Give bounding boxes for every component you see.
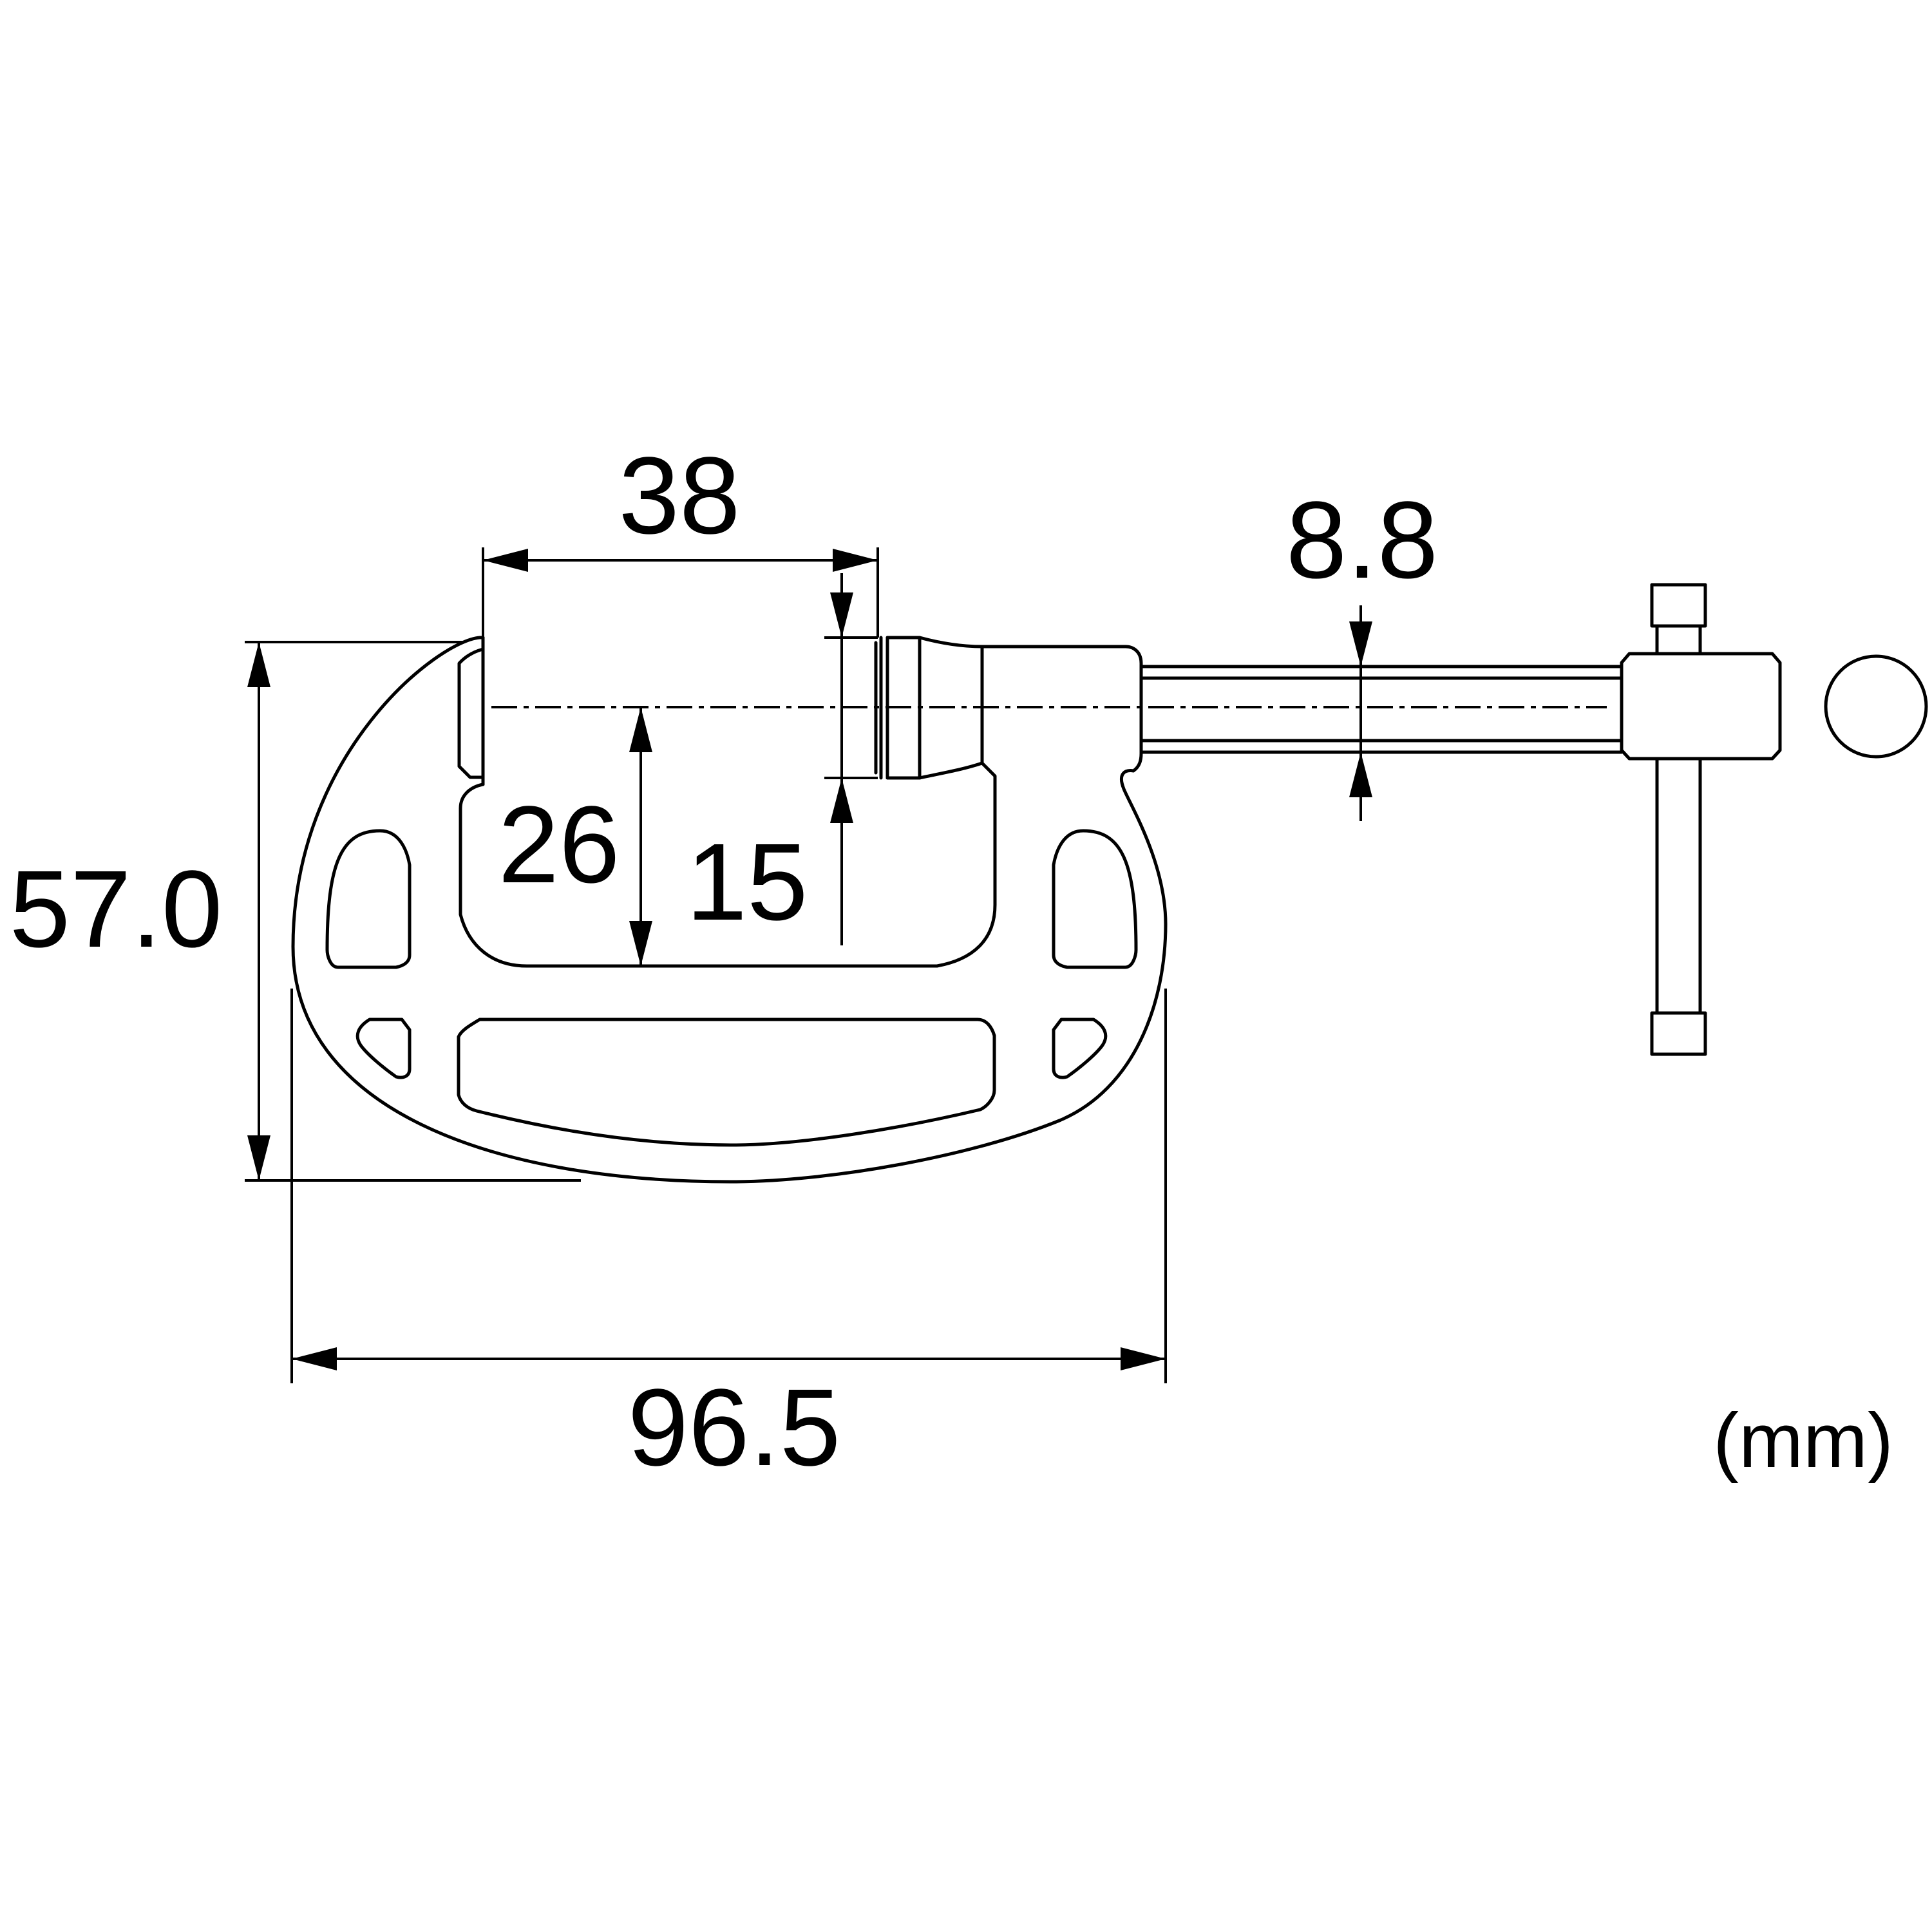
dimension-overall-height: 57.0 <box>10 641 581 1182</box>
frame-center-slot <box>457 1018 996 1147</box>
lock-lever-shaft <box>1655 757 1702 1015</box>
dim-96.5-arrow-right <box>1121 1347 1166 1370</box>
dim-57-arrow-top <box>247 642 270 687</box>
lock-lever-top-cap <box>1650 583 1707 628</box>
frame-window-left-upper <box>325 829 412 969</box>
dim-38-arrow-right <box>833 549 878 572</box>
frame-outer-outline <box>291 636 1168 1184</box>
dimension-jaw-opening: 38 <box>482 435 879 638</box>
dim-8.8-label: 8.8 <box>1286 479 1438 601</box>
dim-96.5-arrow-left <box>292 1347 337 1370</box>
ratchet-knob <box>1824 654 1928 759</box>
lock-lever-top-stem <box>1655 624 1702 656</box>
dim-57-arrow-bottom <box>247 1135 270 1180</box>
dim-15-label: 15 <box>686 821 808 943</box>
dim-15-arrow-bottom <box>830 778 853 823</box>
dim-8.8-arrow-top <box>1349 621 1372 667</box>
dimension-spindle-diameter: 8.8 <box>1286 479 1438 821</box>
dim-15-arrow-top <box>830 592 853 638</box>
thimble-block <box>1620 652 1782 761</box>
dim-26-label: 26 <box>498 784 620 906</box>
dim-26-arrow-bottom <box>629 921 652 966</box>
frame-window-right-lower <box>1052 1018 1108 1079</box>
dim-96.5-label: 96.5 <box>628 1367 841 1489</box>
dim-26-arrow-top <box>629 707 652 752</box>
micrometer-spindle-assembly <box>1139 583 1928 1056</box>
dim-8.8-arrow-bottom <box>1349 752 1372 797</box>
dim-57-label: 57.0 <box>10 848 223 971</box>
dimension-overall-width: 96.5 <box>290 989 1167 1489</box>
unit-label: (mm) <box>1713 1397 1893 1484</box>
anvil-pad <box>457 647 485 779</box>
dimension-anvil-height: 15 <box>686 573 878 945</box>
dimension-throat-depth: 26 <box>498 707 652 966</box>
dim-38-label: 38 <box>618 435 740 557</box>
lock-lever-bottom-cap <box>1650 1011 1707 1056</box>
frame-window-left-lower <box>355 1018 412 1079</box>
frame-window-right-upper <box>1052 829 1138 969</box>
dim-38-arrow-left <box>483 549 528 572</box>
